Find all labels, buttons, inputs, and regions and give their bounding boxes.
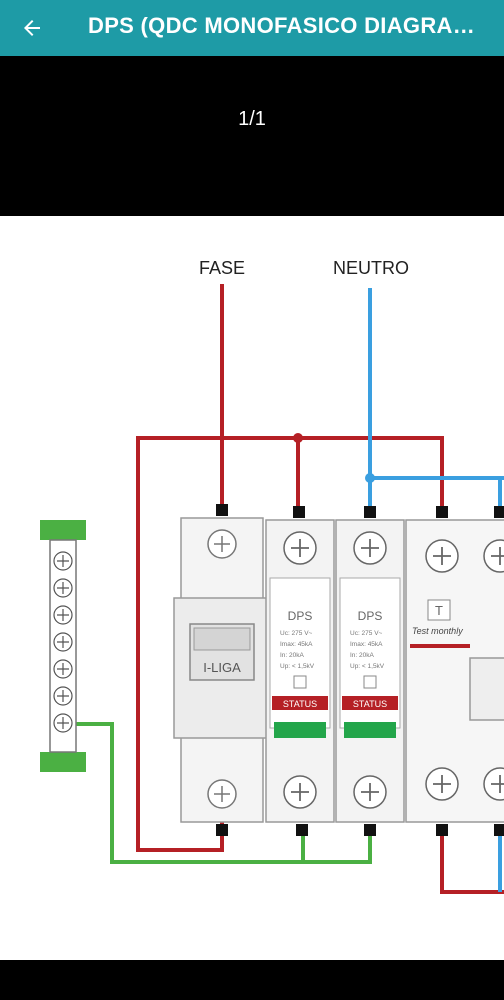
dps1-spec-2: Imax: 45kA: [280, 641, 313, 648]
dps2-spec-3: In: 20kA: [350, 652, 375, 659]
neutral-wire: [368, 288, 504, 892]
wiring-diagram: FASE NEUTRO: [40, 258, 504, 894]
dps2-spec-4: Up: < 1,5kV: [350, 663, 385, 670]
idr-device: T Test monthly: [405, 506, 504, 836]
back-button[interactable]: [12, 8, 52, 48]
dps1-status-label: STATUS: [283, 699, 317, 709]
dps1-spec-4: Up: < 1,5kV: [280, 663, 315, 670]
dps2-title: DPS: [358, 609, 383, 623]
idr-test-button-label: T: [435, 603, 443, 618]
main-breaker: I-LIGA: [173, 504, 271, 836]
neutro-label: NEUTRO: [333, 258, 409, 278]
bottom-bar: [0, 960, 504, 1000]
dps2-spec-2: Imax: 45kA: [350, 641, 383, 648]
viewer-header-area: [0, 56, 504, 216]
dps1-status-window: [274, 722, 326, 738]
idr-test-label: Test monthly: [412, 626, 463, 636]
page-title: DPS (QDC MONOFASICO DIAGRA…: [88, 13, 475, 38]
dps2-status-label: STATUS: [353, 699, 387, 709]
dps1-spec-3: In: 20kA: [280, 652, 305, 659]
dps-module-2: DPS Uc: 275 V~ Imax: 45kA In: 20kA Up: <…: [335, 506, 405, 836]
phase-junction: [293, 433, 303, 443]
page-indicator: 1/1: [238, 108, 266, 130]
neutral-junction: [365, 473, 375, 483]
dps2-spec-1: Uc: 275 V~: [350, 630, 383, 637]
ground-bar: [40, 520, 86, 772]
dps1-title: DPS: [288, 609, 313, 623]
dps1-spec-1: Uc: 275 V~: [280, 630, 313, 637]
fase-label: FASE: [199, 258, 245, 278]
document-viewer[interactable]: FASE NEUTRO: [0, 216, 504, 960]
arrow-left-icon: [24, 20, 40, 36]
dps-module-1: DPS Uc: 275 V~ Imax: 45kA In: 20kA Up: <…: [265, 506, 335, 836]
dps2-status-window: [344, 722, 396, 738]
breaker-label: I-LIGA: [203, 660, 241, 675]
app-bar: DPS (QDC MONOFASICO DIAGRA…: [0, 0, 504, 56]
phase-wire: [136, 284, 504, 894]
